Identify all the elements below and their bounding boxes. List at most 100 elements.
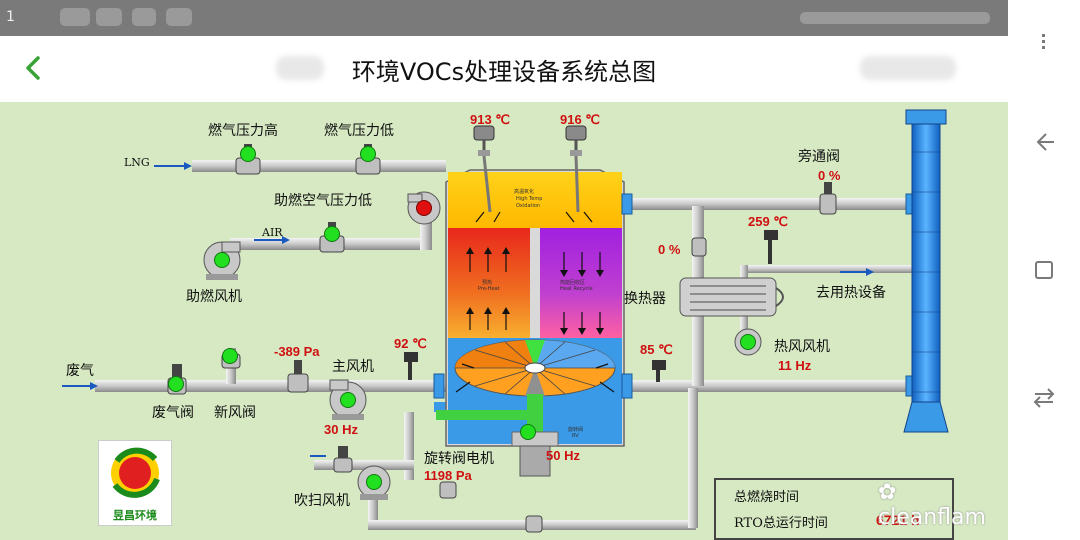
rotary-sector: [455, 340, 535, 368]
main-fan-frequency: 30 Hz: [324, 422, 358, 437]
temp-outlet: 85 ℃: [640, 342, 673, 357]
rto-runtime-value: 6721 h: [876, 512, 920, 528]
label-fresh-valve: 新风阀: [214, 405, 256, 421]
indicator-air-valve[interactable]: [324, 226, 340, 242]
exchanger-valve-pct: 0 %: [658, 242, 681, 257]
menu-icon[interactable]: [1030, 28, 1058, 56]
chamber-divider: [530, 228, 540, 338]
pressure-main: -389 Pa: [274, 344, 320, 359]
high-temp-label-en: High Temp: [516, 196, 543, 202]
swap-icon[interactable]: [1030, 384, 1058, 412]
recycle-label-en: Heat Recycle: [560, 286, 593, 292]
rotary-sector: [525, 340, 545, 368]
status-icons-right: [800, 12, 990, 24]
rv-label-cn: 旋转阀: [568, 427, 584, 433]
process-diagram: 高温氧化 High Temp Oxidation 预热 Pre-Heat 热能回…: [0, 102, 1008, 540]
status-icon: [96, 8, 122, 26]
bypass-pipe: [628, 198, 916, 210]
indicator-hot-fan[interactable]: [740, 334, 756, 350]
redacted-text: [860, 56, 956, 80]
logo-text: 昱昌环境: [113, 509, 157, 522]
thermocouple-left: [473, 125, 495, 213]
label-gas-pressure-low: 燃气压力低: [324, 123, 394, 139]
logo-emblem-icon: [111, 447, 160, 498]
app-header: 环境VOCs处理设备系统总图: [0, 36, 1008, 102]
thermocouple-right: [565, 125, 587, 213]
temp-inlet: 92 ℃: [394, 336, 427, 351]
transmitter: [404, 230, 778, 382]
indicator-waste-valve[interactable]: [168, 376, 184, 392]
high-temp-label-cn: 高温氧化: [514, 189, 535, 195]
label-air: AIR: [262, 226, 283, 239]
status-icon: [166, 8, 192, 26]
indicator-comb-fan[interactable]: [214, 252, 230, 268]
indicator-comb-air-pressure[interactable]: [416, 200, 432, 216]
pressure-purge: 1198 Pa: [424, 468, 472, 483]
purge-pipe-down: [368, 476, 378, 528]
hot-fan-frequency: 11 Hz: [778, 358, 812, 373]
indicator-gas-pressure-low[interactable]: [360, 146, 376, 162]
bottom-riser: [688, 388, 698, 528]
system-nav-bar: [1008, 0, 1080, 540]
label-total-burn-time: 总燃烧时间: [734, 490, 800, 505]
rotary-sector: [525, 368, 545, 396]
label-to-heat-equipment: 去用热设备: [816, 285, 886, 301]
label-gas-pressure-high: 燃气压力高: [208, 123, 278, 139]
status-bar: 1: [0, 0, 1008, 36]
status-icon: [132, 8, 156, 26]
rotary-sector: [535, 340, 615, 368]
label-waste-gas: 废气: [66, 363, 94, 379]
high-temp-label-en: Oxidation: [516, 203, 541, 209]
label-comb-air-pressure-low: 助燃空气压力低: [274, 193, 372, 209]
label-comb-fan: 助燃风机: [186, 289, 242, 305]
status-bar-time: 1: [6, 9, 15, 25]
label-rto-total-runtime: RTO总运行时间: [734, 516, 828, 531]
purge-inlet: [434, 402, 448, 412]
label-waste-valve: 废气阀: [152, 405, 194, 421]
label-rotary-motor: 旋转阀电机: [424, 451, 494, 467]
label-hot-fan: 热风风机: [774, 339, 830, 355]
bypass-valve-pct: 0 %: [818, 168, 841, 183]
recycle-label-cn: 热能回收区: [560, 280, 586, 286]
company-logo: 昱昌环境: [98, 440, 172, 526]
preheat-zone: [448, 228, 530, 338]
rotary-motor: [519, 445, 551, 477]
temp-high-left: 913 ℃: [470, 112, 510, 127]
back-arrow-icon[interactable]: [1030, 128, 1058, 156]
label-lng: LNG: [124, 156, 150, 169]
purge-pipe-h: [314, 460, 414, 470]
wechat-icon: ✿: [878, 480, 897, 505]
watermark-text: cleanflam: [878, 505, 986, 530]
watermark: ✿ cleanflam: [878, 480, 1008, 530]
waste-gas-pipe: [95, 380, 450, 392]
indicator-gas-pressure-high[interactable]: [240, 146, 256, 162]
status-icon: [60, 8, 90, 26]
temp-high-right: 916 ℃: [560, 112, 600, 127]
lng-pipe: [192, 160, 446, 172]
indicator-main-fan[interactable]: [340, 392, 356, 408]
indicator-fresh-valve[interactable]: [222, 348, 238, 364]
page-title: 环境VOCs处理设备系统总图: [351, 58, 657, 86]
runtime-panel: 总燃烧时间 RTO总运行时间 6721 h: [714, 478, 954, 540]
high-temp-zone: [448, 172, 622, 228]
exhaust-stack: [911, 121, 941, 431]
label-purge-fan: 吹扫风机: [294, 493, 350, 509]
back-button[interactable]: [16, 50, 52, 86]
purge-pipe: [404, 412, 414, 480]
rv-label-en: RV: [572, 433, 579, 439]
motor-frequency: 50 Hz: [546, 448, 580, 463]
heat-recycle-zone: [540, 228, 622, 338]
heat-exchanger: [679, 277, 777, 317]
label-main-fan: 主风机: [332, 359, 374, 375]
indicator-purge-fan[interactable]: [366, 474, 382, 490]
redacted-text: [276, 56, 324, 80]
purge-duct: [436, 410, 528, 420]
label-bypass-valve: 旁通阀: [798, 149, 840, 165]
preheat-label-cn: 预热: [482, 280, 493, 286]
outlet-pipe: [628, 380, 916, 392]
chevron-left-icon: [26, 56, 40, 80]
flow-arrows: [62, 162, 874, 457]
indicator-rotary-motor[interactable]: [520, 424, 536, 440]
square-icon[interactable]: [1030, 256, 1058, 284]
preheat-label-en: Pre-Heat: [478, 286, 500, 292]
